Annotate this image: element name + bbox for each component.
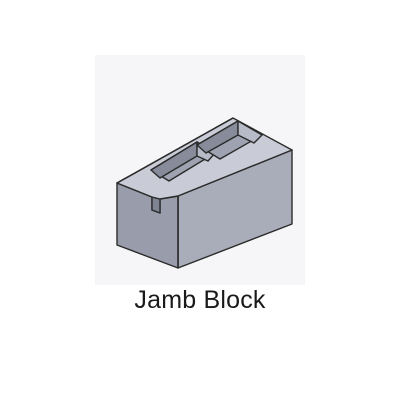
right-cell [196, 120, 263, 160]
top-back-edge [116, 117, 234, 184]
figure-caption: Jamb Block [134, 286, 266, 314]
